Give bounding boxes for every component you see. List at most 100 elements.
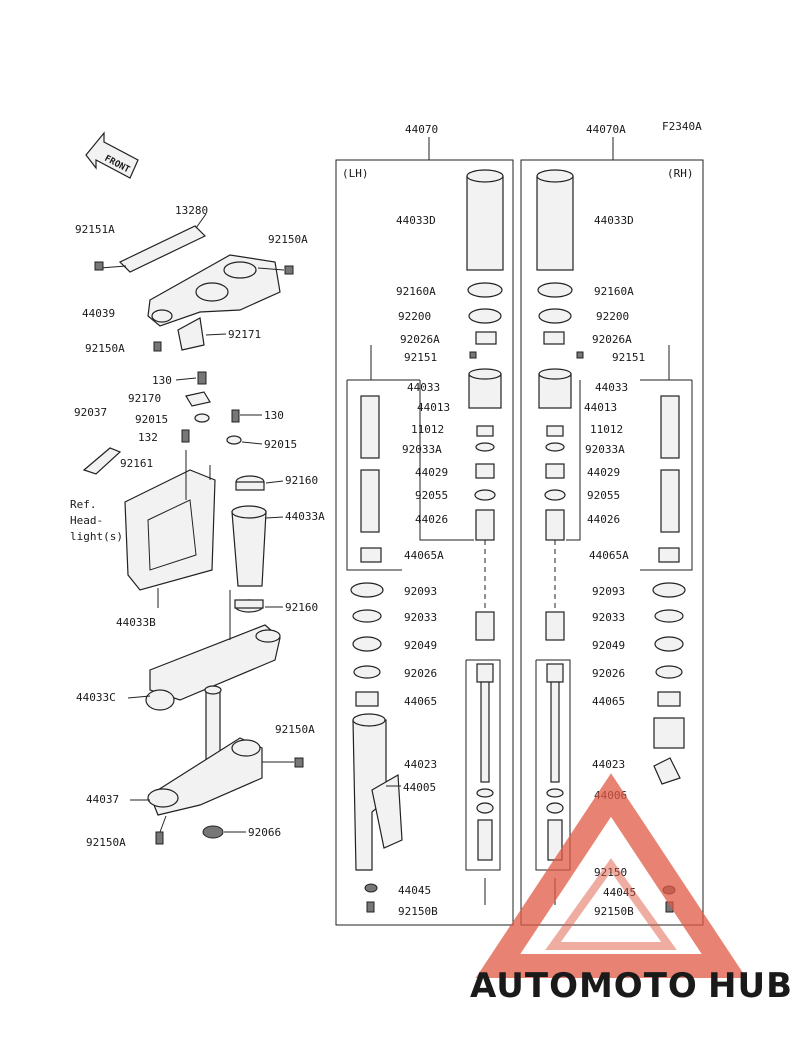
upper-triple-clamp [99, 213, 285, 351]
rh-label-92151: 92151 [612, 351, 645, 364]
lh-label-92026: 92026 [404, 667, 437, 680]
lh-label-44045: 44045 [398, 884, 431, 897]
lh-label-92093: 92093 [404, 585, 437, 598]
lh-label-92026A: 92026A [400, 333, 440, 346]
label-92150A-left: 92150A [85, 342, 125, 355]
rh-label-92026: 92026 [592, 667, 625, 680]
label-44033C: 44033C [76, 691, 116, 704]
label-92171: 92171 [228, 328, 261, 341]
watermark-logo: AUTOMOTO HUB [470, 773, 793, 1006]
label-44037: 44037 [86, 793, 119, 806]
washer-icon [194, 413, 210, 423]
lh-label-92055: 92055 [415, 489, 448, 502]
label-92150A-top: 92150A [268, 233, 308, 246]
rh-label-92033: 92033 [592, 611, 625, 624]
rh-label-44033D: 44033D [594, 214, 634, 227]
rh-label-92160A: 92160A [594, 285, 634, 298]
lower-cover [149, 624, 281, 701]
rh-label-11012: 11012 [590, 423, 623, 436]
bolt-icon [155, 831, 164, 845]
lh-label-11012: 11012 [411, 423, 444, 436]
ref-text-3: light(s) [70, 530, 123, 543]
lh-label-92200: 92200 [398, 310, 431, 323]
lh-label-92160A: 92160A [396, 285, 436, 298]
lh-label-92033: 92033 [404, 611, 437, 624]
rh-parts [536, 169, 686, 913]
nut-icon [202, 825, 224, 839]
rh-label-92055: 92055 [587, 489, 620, 502]
rh-label-44013: 44013 [584, 401, 617, 414]
front-arrow-icon: FRONT [85, 131, 139, 179]
label-92170: 92170 [128, 392, 161, 405]
lh-label-92151: 92151 [404, 351, 437, 364]
label-92160-b: 92160 [285, 601, 318, 614]
lh-label-44033D: 44033D [396, 214, 436, 227]
lh-label-44065A: 44065A [404, 549, 444, 562]
rh-fork-frame [520, 159, 704, 926]
ref-text-1: Ref. [70, 498, 97, 511]
fork-label-rows: 44033D 44033D 92160A 92160A 92200 92200 92026A… [396, 214, 645, 771]
label-92160-a: 92160 [285, 474, 318, 487]
bolt-icon [294, 757, 304, 768]
lh-label-44023: 44023 [404, 758, 437, 771]
label-44039: 44039 [82, 307, 115, 320]
headlight-cover [124, 469, 216, 591]
reflector-icon [82, 447, 122, 475]
rh-label-44065: 44065 [592, 695, 625, 708]
rh-label-92026A: 92026A [592, 333, 632, 346]
header-44070: 44070 [405, 123, 438, 136]
bolt-icon [94, 261, 104, 271]
label-92066: 92066 [248, 826, 281, 839]
lh-label-92150B: 92150B [398, 905, 438, 918]
label-13280: 13280 [175, 204, 208, 217]
rh-label-44023: 44023 [592, 758, 625, 771]
watermark-text-2: HUB [708, 966, 793, 1006]
label-132: 132 [138, 431, 158, 444]
label-92015-b: 92015 [264, 438, 297, 451]
ref-text-2: Head- [70, 514, 103, 527]
lh-label-44065: 44065 [404, 695, 437, 708]
lh-label-44026: 44026 [415, 513, 448, 526]
label-130-b: 130 [264, 409, 284, 422]
rh-label-92150B: 92150B [594, 905, 634, 918]
lh-fork-frame [335, 159, 514, 926]
lh-label-92049: 92049 [404, 639, 437, 652]
bolt-icon [231, 409, 240, 423]
rh-label-92033A: 92033A [585, 443, 625, 456]
header-rh: (RH) [667, 167, 694, 180]
lh-label-44033: 44033 [407, 381, 440, 394]
rh-label-44029: 44029 [587, 466, 620, 479]
watermark-text-1: AUTOMOTO [470, 966, 698, 1006]
bolt-icon [153, 341, 162, 352]
rh-label-44033: 44033 [595, 381, 628, 394]
lh-label-44029: 44029 [415, 466, 448, 479]
label-92161: 92161 [120, 457, 153, 470]
label-92150A-bottom: 92150A [86, 836, 126, 849]
washer-icon [226, 435, 242, 445]
rh-label-92093: 92093 [592, 585, 625, 598]
rh-label-44065A: 44065A [589, 549, 629, 562]
bolt-icon [181, 429, 190, 443]
rh-label-44026: 44026 [587, 513, 620, 526]
label-44033A: 44033A [285, 510, 325, 523]
label-92150A-right: 92150A [275, 723, 315, 736]
rh-label-92049: 92049 [592, 639, 625, 652]
bolt-icon [197, 371, 207, 385]
diagram-code: F2340A [662, 120, 702, 133]
rh-label-92200: 92200 [596, 310, 629, 323]
lh-parts [350, 169, 504, 913]
label-92015-a: 92015 [135, 413, 168, 426]
lh-label-44013: 44013 [417, 401, 450, 414]
header-44070A: 44070A [586, 123, 626, 136]
header-lh: (LH) [342, 167, 369, 180]
label-92151A: 92151A [75, 223, 115, 236]
clip-icon [185, 391, 211, 407]
label-92037: 92037 [74, 406, 107, 419]
label-130-a: 130 [152, 374, 172, 387]
bolt-icon [284, 265, 294, 275]
fork-cover [231, 511, 267, 587]
label-44033B: 44033B [116, 616, 156, 629]
lh-label-92033A: 92033A [402, 443, 442, 456]
